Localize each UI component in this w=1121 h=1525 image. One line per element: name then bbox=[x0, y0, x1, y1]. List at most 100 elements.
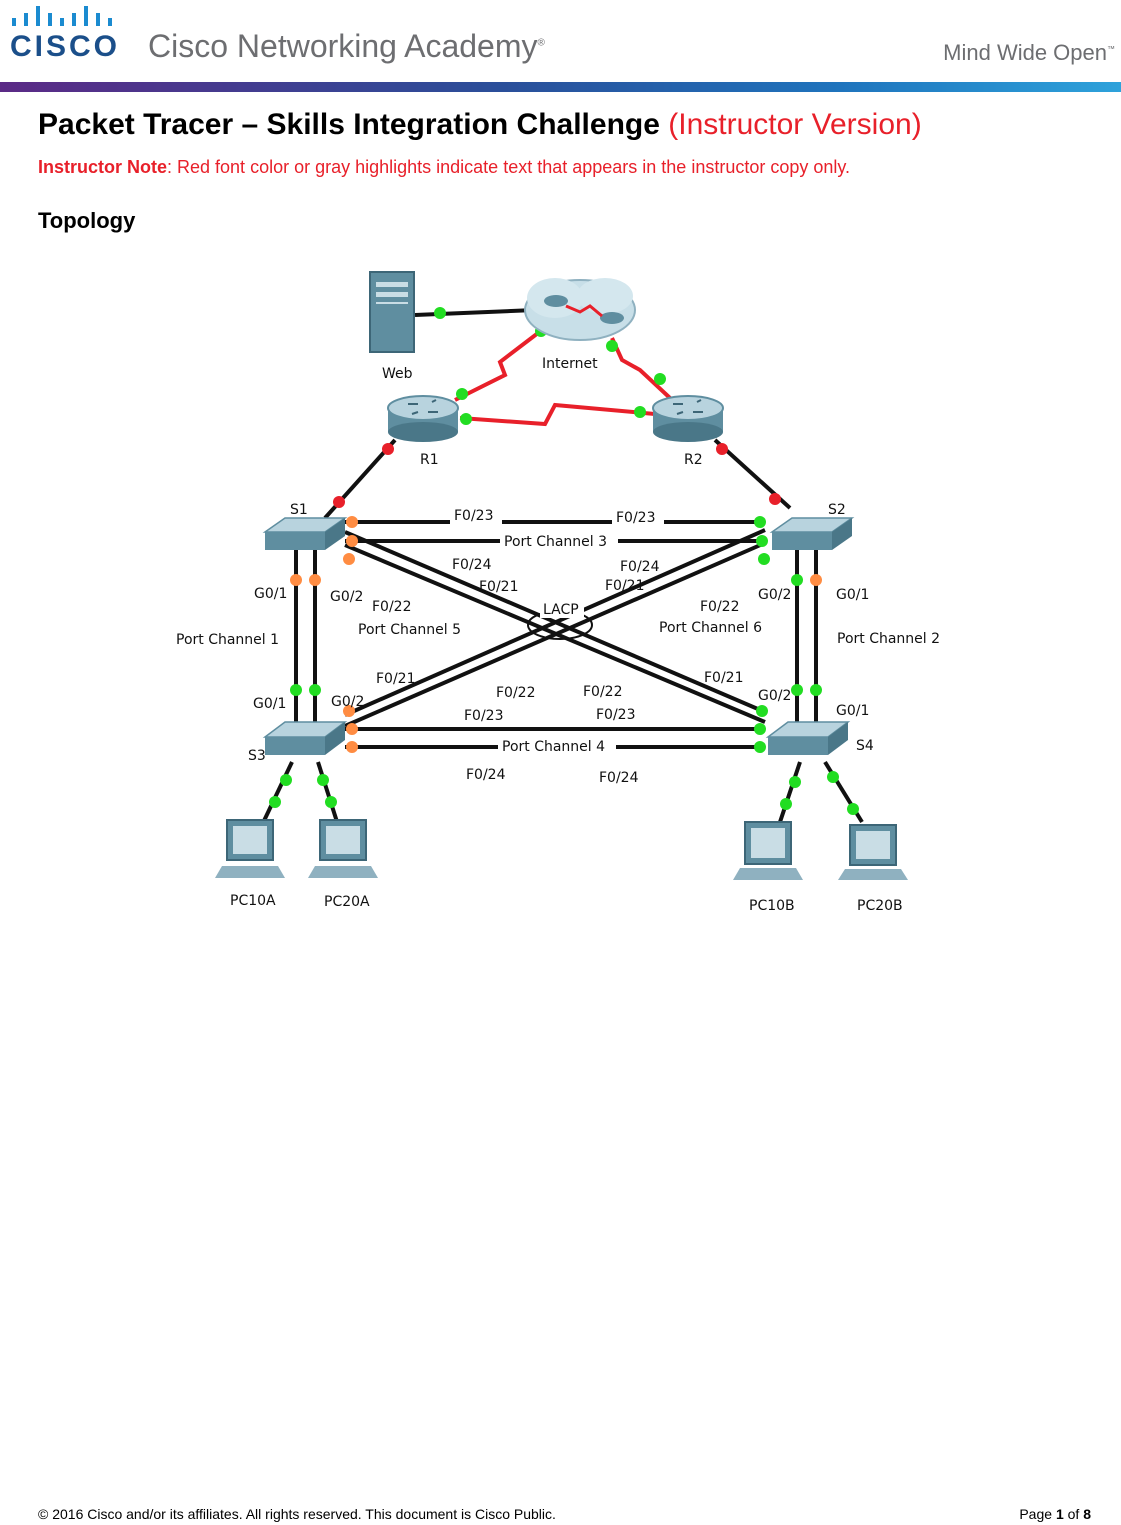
port-dot bbox=[634, 406, 646, 418]
port-dot bbox=[343, 553, 355, 565]
port-label: F0/24 bbox=[466, 767, 506, 783]
section-heading-topology: Topology bbox=[38, 208, 136, 233]
port-dot bbox=[269, 796, 281, 808]
channel-label: Port Channel 5 bbox=[358, 622, 461, 638]
port-dot bbox=[325, 796, 337, 808]
device-label-r2: R2 bbox=[684, 452, 703, 468]
title-version: (Instructor Version) bbox=[668, 108, 922, 141]
channel-label: Port Channel 6 bbox=[659, 620, 762, 636]
port-dot bbox=[791, 684, 803, 696]
port-label: G0/2 bbox=[330, 589, 363, 605]
port-dot bbox=[346, 741, 358, 753]
port-label: F0/23 bbox=[464, 708, 504, 724]
pc20b-icon bbox=[838, 824, 908, 880]
instructor-note-text: : Red font color or gray highlights indi… bbox=[167, 157, 851, 177]
footer-page-number: Page 1 of 8 bbox=[1019, 1506, 1091, 1522]
port-dot bbox=[346, 516, 358, 528]
channel-label: Port Channel 3 bbox=[504, 534, 607, 550]
port-dot bbox=[346, 535, 358, 547]
link-web-internet bbox=[414, 308, 536, 317]
web-server-icon bbox=[369, 271, 415, 353]
pc10b-icon bbox=[733, 821, 803, 880]
port-dot bbox=[754, 741, 766, 753]
port-label: G0/1 bbox=[836, 587, 869, 603]
page-header: CISCO Cisco Networking Academy® Mind Wid… bbox=[0, 0, 1121, 95]
instructor-note-label: Instructor Note bbox=[38, 157, 168, 177]
device-label-s1: S1 bbox=[290, 502, 308, 518]
port-dot bbox=[654, 373, 666, 385]
channel-label: Port Channel 2 bbox=[837, 631, 940, 647]
port-label: F0/23 bbox=[616, 510, 656, 526]
port-dot bbox=[343, 705, 355, 717]
internet-cloud-icon bbox=[524, 278, 636, 341]
switch-s4-icon bbox=[765, 721, 851, 755]
port-label: G0/1 bbox=[254, 586, 287, 602]
port-label: F0/23 bbox=[596, 707, 636, 723]
port-dot bbox=[434, 307, 446, 319]
page-title: Packet Tracer – Skills Integration Chall… bbox=[38, 108, 922, 142]
cisco-logo-wordmark: CISCO bbox=[10, 30, 121, 63]
device-label-s4: S4 bbox=[856, 738, 874, 754]
link-s3-pc10a bbox=[260, 761, 294, 826]
cisco-logo-bars-icon bbox=[12, 6, 112, 26]
port-dot bbox=[810, 574, 822, 586]
port-dot bbox=[754, 516, 766, 528]
switch-s1-icon bbox=[262, 517, 348, 550]
channel-label: Port Channel 1 bbox=[176, 632, 279, 648]
port-dot bbox=[791, 574, 803, 586]
port-dot bbox=[756, 705, 768, 717]
header-gradient-bar bbox=[0, 82, 1121, 92]
port-label: G0/2 bbox=[758, 587, 791, 603]
link-s4-pc10b bbox=[778, 761, 802, 823]
port-dot bbox=[309, 574, 321, 586]
port-dot bbox=[789, 776, 801, 788]
port-dot bbox=[780, 798, 792, 810]
port-dot bbox=[309, 684, 321, 696]
device-labels: Web Internet R1 R2 S1 S2 S3 S4 PC10A PC2… bbox=[230, 356, 903, 914]
port-label: F0/24 bbox=[452, 557, 492, 573]
port-label: F0/22 bbox=[583, 684, 623, 700]
port-label: F0/21 bbox=[479, 579, 519, 595]
port-label: G0/1 bbox=[253, 696, 286, 712]
tagline: Mind Wide Open™ bbox=[943, 40, 1115, 65]
device-label-r1: R1 bbox=[420, 452, 439, 468]
port-dot bbox=[756, 535, 768, 547]
device-label-web: Web bbox=[382, 366, 413, 382]
footer-copyright: © 2016 Cisco and/or its affiliates. All … bbox=[38, 1506, 556, 1522]
device-label-pc20a: PC20A bbox=[324, 894, 370, 910]
link-s3-pc20a bbox=[316, 761, 340, 826]
port-dot bbox=[460, 413, 472, 425]
device-label-s3: S3 bbox=[248, 748, 266, 764]
device-label-pc10a: PC10A bbox=[230, 893, 276, 909]
port-dot bbox=[290, 574, 302, 586]
router-r1-icon bbox=[387, 395, 459, 442]
port-label: F0/23 bbox=[454, 508, 494, 524]
pc10a-icon bbox=[215, 819, 285, 878]
port-label: F0/24 bbox=[620, 559, 660, 575]
port-label: F0/24 bbox=[599, 770, 639, 786]
port-dot bbox=[769, 493, 781, 505]
port-dot bbox=[456, 388, 468, 400]
pc20a-icon bbox=[308, 819, 378, 878]
port-dot bbox=[810, 684, 822, 696]
port-dot bbox=[754, 723, 766, 735]
device-label-internet: Internet bbox=[542, 356, 598, 372]
instructor-note: Instructor Note: Red font color or gray … bbox=[38, 157, 850, 178]
channel-label: Port Channel 4 bbox=[502, 739, 605, 755]
port-label: F0/21 bbox=[376, 671, 416, 687]
port-dot bbox=[606, 340, 618, 352]
device-label-s2: S2 bbox=[828, 502, 846, 518]
port-label: G0/2 bbox=[758, 688, 791, 704]
router-r2-icon bbox=[652, 395, 724, 442]
lacp-label: LACP bbox=[543, 602, 579, 618]
port-label: G0/1 bbox=[836, 703, 869, 719]
port-dot bbox=[758, 553, 770, 565]
port-dot bbox=[333, 496, 345, 508]
port-dot bbox=[317, 774, 329, 786]
port-dot bbox=[280, 774, 292, 786]
switch-s3-icon bbox=[262, 721, 348, 755]
link-s2-s3-f022 bbox=[344, 541, 766, 728]
link-r2-internet-serial bbox=[610, 337, 672, 400]
port-dot bbox=[827, 771, 839, 783]
link-r1-internet-serial bbox=[454, 328, 544, 402]
